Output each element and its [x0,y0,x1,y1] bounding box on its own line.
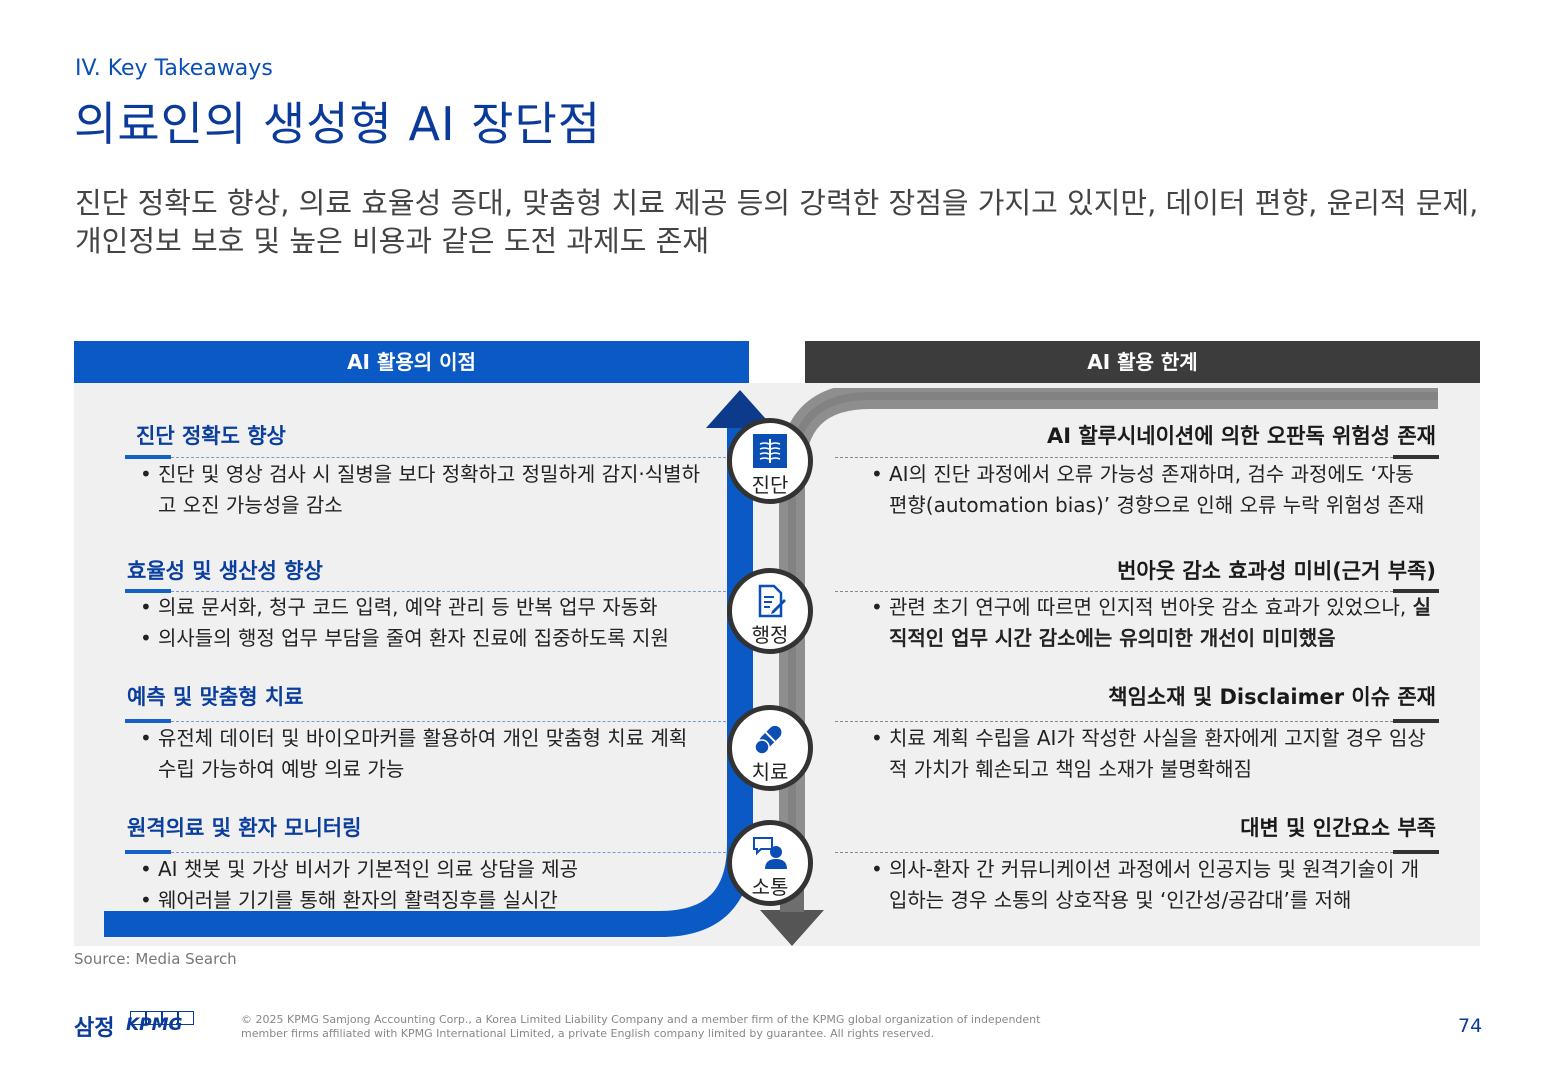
bullet: 진단 및 영상 검사 시 질병을 보다 정확하고 정밀하게 감지·식별하고 오진… [140,459,700,521]
heading-marker [1393,455,1439,459]
divider [171,852,726,853]
limits-header: AI 활용 한계 [805,341,1480,383]
bullet: 유전체 데이터 및 바이오마커를 활용하여 개인 맞춤형 치료 계획 수립 가능… [140,723,700,785]
benefit-text-1: 진단 및 영상 검사 시 질병을 보다 정확하고 정밀하게 감지·식별하고 오진… [140,459,700,521]
heading-marker [125,589,171,593]
limit-heading-4: 대변 및 인간요소 부족 [1240,816,1436,840]
benefit-heading-1: 진단 정확도 향상 [136,424,286,448]
stage-admin: 행정 [727,568,813,654]
benefit-text-4: AI 챗봇 및 가상 비서가 기본적인 의료 상담을 제공 웨어러블 기기를 통… [140,854,700,916]
logo-kpmg: KPMG [126,1015,183,1035]
divider [171,457,726,458]
bullet-plain: 관련 초기 연구에 따르면 인지적 번아웃 감소 효과가 있었으나, [889,595,1413,619]
bullet: 관련 초기 연구에 따르면 인지적 번아웃 감소 효과가 있었으나, 실직적인 … [871,592,1431,654]
stage-treatment: 치료 [727,705,813,791]
heading-marker [1393,589,1439,593]
down-arrowhead [760,910,824,946]
source-note: Source: Media Search [74,950,237,968]
heading-marker [1393,850,1439,854]
limit-heading-2: 번아웃 감소 효과성 미비(근거 부족) [1117,559,1436,583]
stage-label: 소통 [751,875,789,899]
bullet: 의료 문서화, 청구 코드 입력, 예약 관리 등 반복 업무 자동화 [140,592,700,623]
benefit-heading-3: 예측 및 맞춤형 치료 [127,685,304,709]
divider [171,721,726,722]
page-number: 74 [1458,1015,1483,1037]
kpmg-logo-boxes [130,1011,194,1025]
divider [835,852,1393,853]
limit-text-4: 의사-환자 간 커뮤니케이션 과정에서 인공지능 및 원격기술이 개입하는 경우… [871,854,1431,916]
section-label: IV. Key Takeaways [75,56,273,81]
limit-text-1: AI의 진단 과정에서 오류 가능성 존재하며, 검수 과정에도 ‘자동 편향(… [871,459,1431,521]
up-arrowhead [706,390,774,428]
limit-text-3: 치료 계획 수립을 AI가 작성한 사실을 환자에게 고지할 경우 임상적 가치… [871,723,1431,785]
bullet-bold: 실직적인 업무 시간 감소에는 유의미한 개선이 미미했음 [889,595,1431,650]
xray-icon [732,433,808,473]
limit-text-2: 관련 초기 연구에 따르면 인지적 번아웃 감소 효과가 있었으나, 실직적인 … [871,592,1431,654]
benefit-text-2: 의료 문서화, 청구 코드 입력, 예약 관리 등 반복 업무 자동화 의사들의… [140,592,700,654]
copyright-note: © 2025 KPMG Samjong Accounting Corp., a … [241,1013,1041,1040]
pills-icon [732,720,808,760]
stage-label: 진단 [751,473,789,497]
page-subtitle: 진단 정확도 향상, 의료 효율성 증대, 맞춤형 치료 제공 등의 강력한 장… [75,186,1479,258]
bullet: 의사들의 행정 업무 부담을 줄여 환자 진료에 집중하도록 지원 [140,623,700,654]
chat-person-icon [732,835,808,875]
heading-marker [1393,719,1439,723]
page-title: 의료인의 생성형 AI 장단점 [74,97,602,151]
stage-label: 행정 [751,623,789,647]
bullet: 의사-환자 간 커뮤니케이션 과정에서 인공지능 및 원격기술이 개입하는 경우… [871,854,1431,916]
benefit-heading-2: 효율성 및 생산성 향상 [127,559,323,583]
logo-samjong: 삼정 [74,1016,115,1041]
stage-communication: 소통 [727,820,813,906]
divider [835,457,1393,458]
benefit-heading-4: 원격의료 및 환자 모니터링 [127,816,362,840]
divider [835,721,1393,722]
stage-diagnosis: 진단 [727,418,813,504]
document-edit-icon [732,583,808,623]
benefits-header: AI 활용의 이점 [74,341,749,383]
heading-marker [125,719,171,723]
limit-heading-3: 책임소재 및 Disclaimer 이슈 존재 [1108,685,1436,709]
bullet: AI의 진단 과정에서 오류 가능성 존재하며, 검수 과정에도 ‘자동 편향(… [871,459,1431,521]
limit-heading-1: AI 할루시네이션에 의한 오판독 위험성 존재 [1046,424,1436,448]
heading-marker [125,850,171,854]
bullet: AI 챗봇 및 가상 비서가 기본적인 의료 상담을 제공 [140,854,700,885]
bullet: 치료 계획 수립을 AI가 작성한 사실을 환자에게 고지할 경우 임상적 가치… [871,723,1431,785]
stage-label: 치료 [751,760,789,784]
benefit-text-3: 유전체 데이터 및 바이오마커를 활용하여 개인 맞춤형 치료 계획 수립 가능… [140,723,700,785]
bullet: 웨어러블 기기를 통해 환자의 활력징후를 실시간 [140,885,700,916]
heading-marker [125,455,171,459]
